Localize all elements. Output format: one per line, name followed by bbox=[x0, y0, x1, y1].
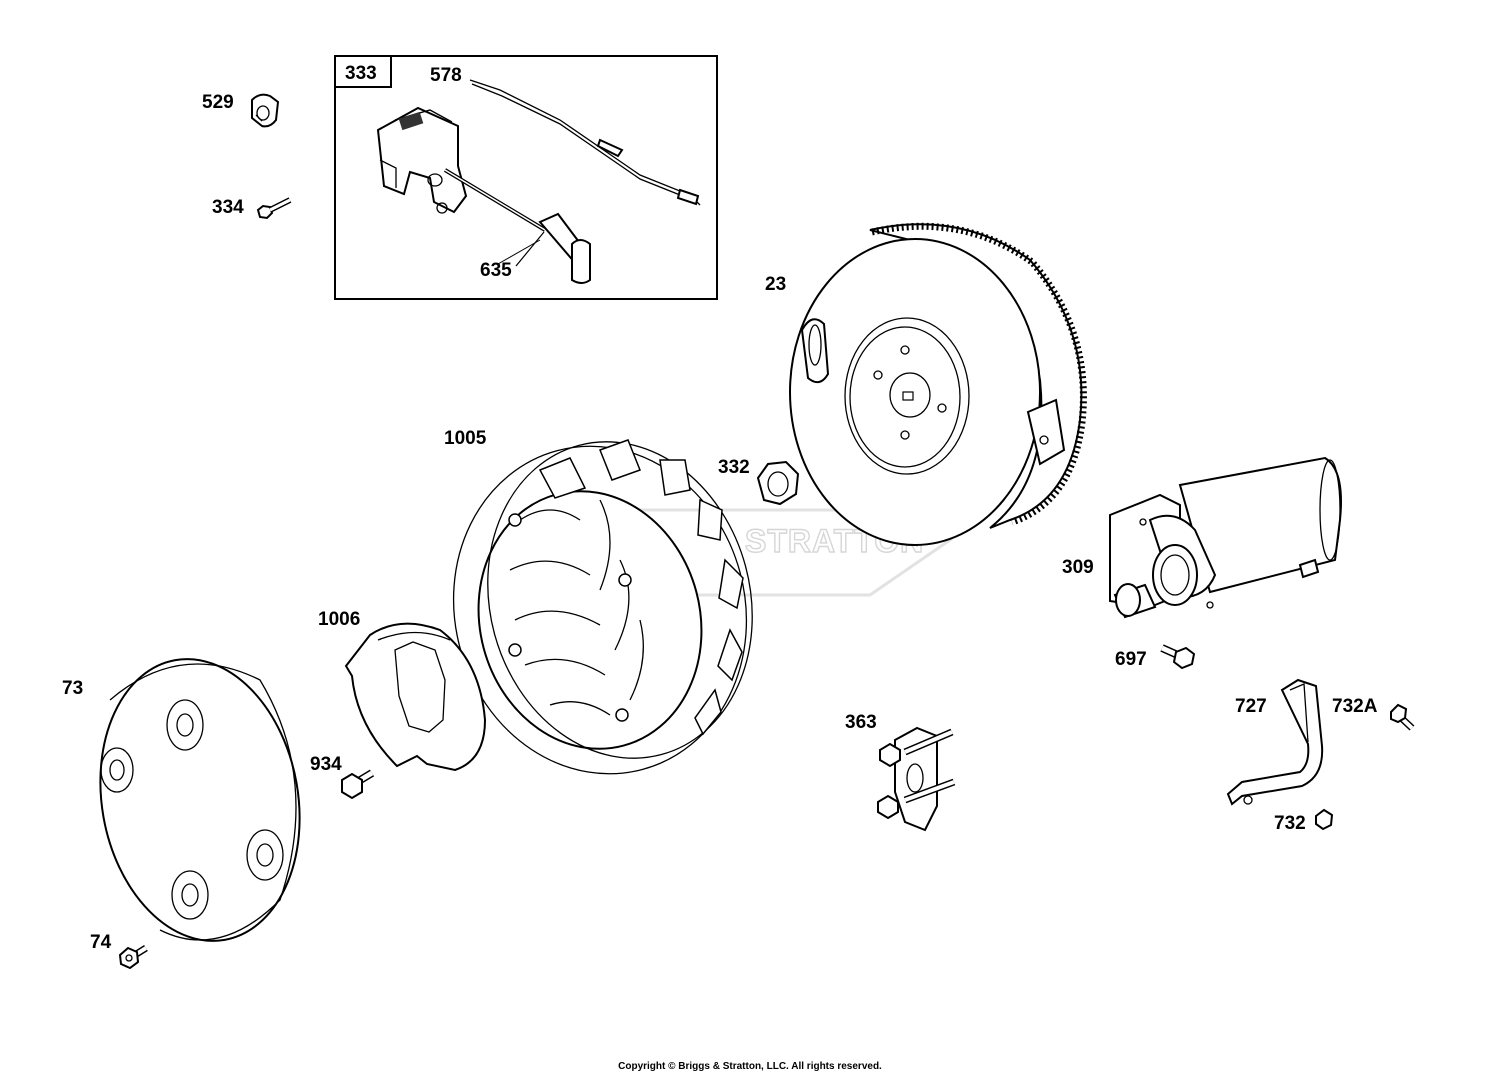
starter-motor-309[interactable] bbox=[1109, 456, 1342, 619]
screw-74[interactable] bbox=[118, 945, 148, 970]
copyright-notice: Copyright © Briggs & Stratton, LLC. All … bbox=[618, 1061, 882, 1072]
screw-334[interactable] bbox=[256, 197, 292, 220]
callout-732A: 732A bbox=[1332, 696, 1378, 717]
callout-309: 309 bbox=[1062, 557, 1094, 578]
callout-1005: 1005 bbox=[444, 428, 487, 449]
blower-fan-1005[interactable] bbox=[417, 412, 787, 807]
callout-332: 332 bbox=[718, 457, 750, 478]
screw-732A[interactable] bbox=[1390, 703, 1415, 731]
callout-529: 529 bbox=[202, 92, 234, 113]
bolt-697[interactable] bbox=[1160, 644, 1196, 670]
callout-1006: 1006 bbox=[318, 609, 360, 630]
leader-lines bbox=[497, 239, 541, 265]
flywheel-nut-332[interactable] bbox=[756, 460, 800, 506]
callout-934: 934 bbox=[310, 754, 342, 775]
ground-wire-578[interactable] bbox=[469, 79, 701, 206]
callout-74: 74 bbox=[90, 932, 112, 953]
rotating-screen-73[interactable] bbox=[79, 643, 321, 957]
callout-23: 23 bbox=[765, 274, 786, 295]
grommet-529[interactable] bbox=[251, 93, 280, 128]
callouts: 529 578 334 635 23 1005 332 309 1006 697… bbox=[62, 65, 1378, 953]
callout-578: 578 bbox=[430, 65, 462, 86]
screw-934[interactable] bbox=[341, 769, 375, 800]
callout-73: 73 bbox=[62, 678, 83, 699]
callout-363: 363 bbox=[845, 712, 877, 733]
spark-plug-boot-635[interactable] bbox=[515, 212, 591, 284]
callout-732: 732 bbox=[1274, 813, 1306, 834]
fan-adapter-363[interactable] bbox=[877, 726, 956, 832]
nut-732[interactable] bbox=[1315, 808, 1334, 831]
group-box-333: 333 bbox=[334, 55, 718, 300]
bracket-727[interactable] bbox=[1226, 678, 1324, 806]
fan-retainer-1006[interactable] bbox=[344, 622, 487, 772]
callout-334: 334 bbox=[212, 197, 244, 218]
callout-727: 727 bbox=[1235, 696, 1267, 717]
callout-635: 635 bbox=[480, 260, 512, 281]
callout-333: 333 bbox=[345, 63, 377, 84]
callout-697: 697 bbox=[1115, 649, 1147, 670]
flywheel-23[interactable] bbox=[789, 222, 1087, 546]
ignition-coil[interactable] bbox=[376, 106, 547, 232]
